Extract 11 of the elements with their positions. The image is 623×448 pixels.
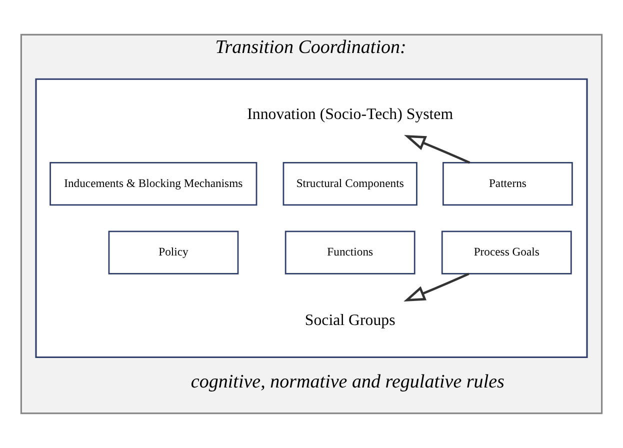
node-box: Process Goals <box>441 230 572 274</box>
node-box: Functions <box>284 230 416 274</box>
node-box: Policy <box>108 230 239 274</box>
cluster <box>35 78 588 358</box>
node-box: Inducements & Blocking Mechanisms <box>50 162 258 206</box>
node-box: Patterns <box>442 162 573 206</box>
arrow <box>404 272 470 302</box>
node-text: Social Groups <box>304 312 396 329</box>
node-box: Structural Components <box>282 162 418 206</box>
arrow <box>404 134 470 164</box>
node-text: Innovation (Socio-Tech) System <box>247 106 454 123</box>
